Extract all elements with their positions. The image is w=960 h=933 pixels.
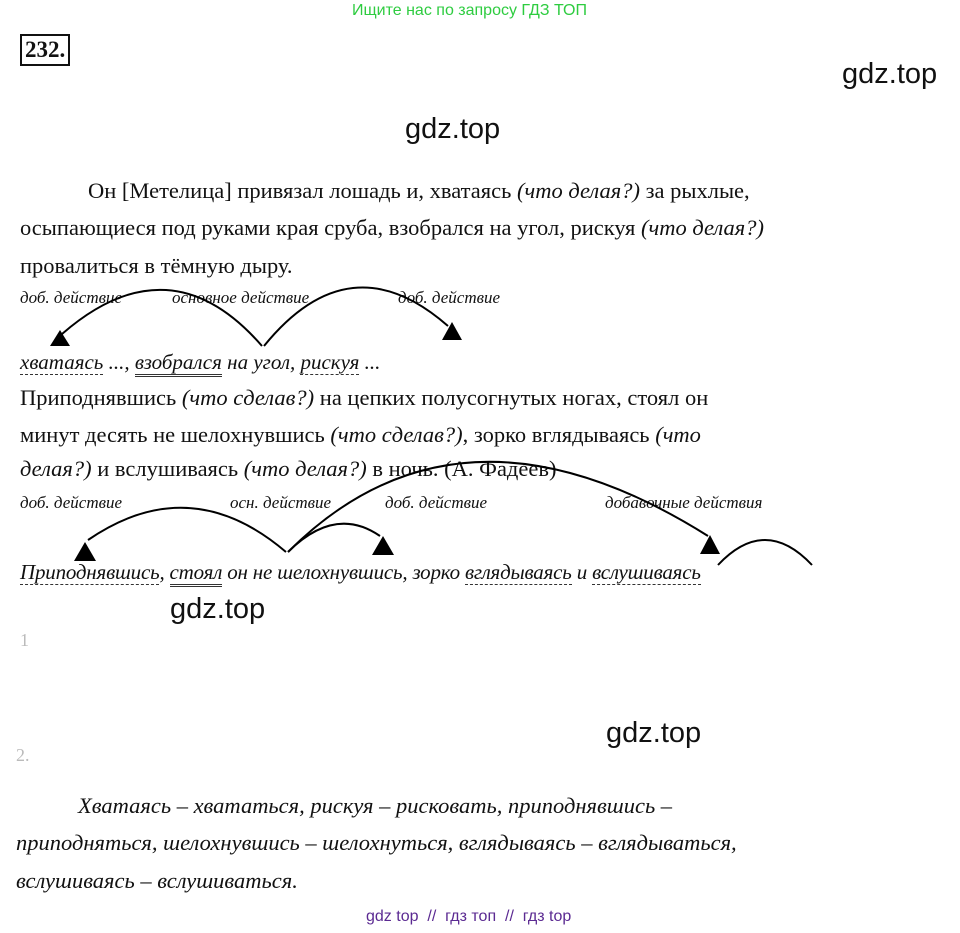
question: (что сделав?) (330, 422, 463, 447)
diagram-label: доб. действие (20, 288, 123, 307)
answer-line-2: приподняться, шелохнувшись – шелохнуться… (16, 830, 737, 855)
answer-line-1: Хватаясь – хвататься, рискуя – рисковать… (78, 793, 673, 818)
item-number: 1 (20, 630, 29, 650)
arrow-arc (87, 506, 287, 553)
watermark: gdz.top (606, 717, 702, 749)
text: за рыхлые, (639, 178, 750, 203)
exercise-number: 232. (20, 34, 71, 66)
diagram-label: доб. действие (398, 288, 501, 307)
gerund: Приподнявшись (20, 560, 160, 585)
gerund: вслушиваясь (592, 560, 701, 585)
text: минут десять не шелохнувшись (20, 422, 331, 447)
text: он не шелохнувшись, зорко (222, 560, 465, 584)
diagram-label: осн. действие (230, 493, 332, 512)
arrow-arc (61, 289, 263, 347)
text: , зорко вглядываясь (462, 422, 656, 447)
paragraph-1-line-1: Он [Метелица] привязал лошадь и, хватаяс… (88, 178, 750, 204)
text: и (571, 560, 593, 584)
diagram-label: основное действие (172, 288, 310, 307)
diagram-2-sentence: Приподнявшись, стоял он не шелохнувшись,… (20, 560, 701, 587)
answer-line-3: вслушиваясь – вслушиваться. (16, 868, 298, 893)
arrow-arc (717, 539, 813, 566)
question: (что делая?) (243, 456, 367, 481)
text: осыпающиеся под руками края сруба, взобр… (20, 215, 642, 240)
gerund: вглядываясь (464, 560, 572, 585)
question: (что сделав?) (181, 385, 315, 410)
watermark: gdz.top (405, 113, 501, 145)
gerund: рискуя (300, 350, 360, 375)
diagram-label: доб. действие (20, 493, 123, 512)
diagram-label: доб. действие (385, 493, 488, 512)
watermark: gdz.top (170, 593, 266, 625)
promo-link[interactable]: Ищите нас по запросу ГДЗ ТОП (352, 2, 587, 19)
verb: взобрался (134, 350, 222, 377)
paragraph-1-line-3: провалиться в тёмную дыру. (20, 253, 293, 278)
text: Приподнявшись (20, 385, 182, 410)
text: и вслушиваясь (91, 456, 244, 481)
paragraph-2-line-1: Приподнявшись (что сделав?) на цепких по… (20, 385, 708, 411)
gerund: хватаясь (20, 350, 104, 375)
arrow-head (50, 330, 70, 346)
arrow-head (372, 536, 394, 555)
verb: стоял (169, 560, 222, 587)
question: (что делая?) (516, 178, 640, 203)
arrow-head (74, 542, 96, 561)
question: (что (655, 422, 701, 447)
item-number: 2. (16, 745, 30, 765)
diagram-label: добавочные действия (605, 493, 763, 512)
text: , (159, 560, 170, 584)
text: Он [Метелица] привязал лошадь и, хватаяс… (88, 178, 517, 203)
text: на цепких полусогнутых ногах, стоял он (314, 385, 709, 410)
question: (что делая?) (641, 215, 764, 240)
watermark: gdz.top (842, 58, 938, 90)
paragraph-2-line-2: минут десять не шелохнувшись (что сделав… (20, 422, 701, 448)
question: делая?) (20, 456, 92, 481)
arrow-arc (287, 460, 709, 553)
paragraph-1-line-2: осыпающиеся под руками края сруба, взобр… (20, 215, 764, 241)
footer-watermark: gdz top // гдз топ // гдз top (366, 908, 572, 925)
arrow-arc (263, 286, 449, 347)
text: на угол, (221, 350, 301, 374)
diagram-1-sentence: хватаясь ..., взобрался на угол, рискуя … (20, 350, 381, 377)
text: ... (359, 350, 381, 374)
arrow-head (700, 535, 720, 554)
paragraph-2-line-3: делая?) и вслушиваясь (что делая?) в ноч… (20, 456, 556, 482)
text: ..., (103, 350, 135, 374)
arrow-head (442, 322, 462, 340)
